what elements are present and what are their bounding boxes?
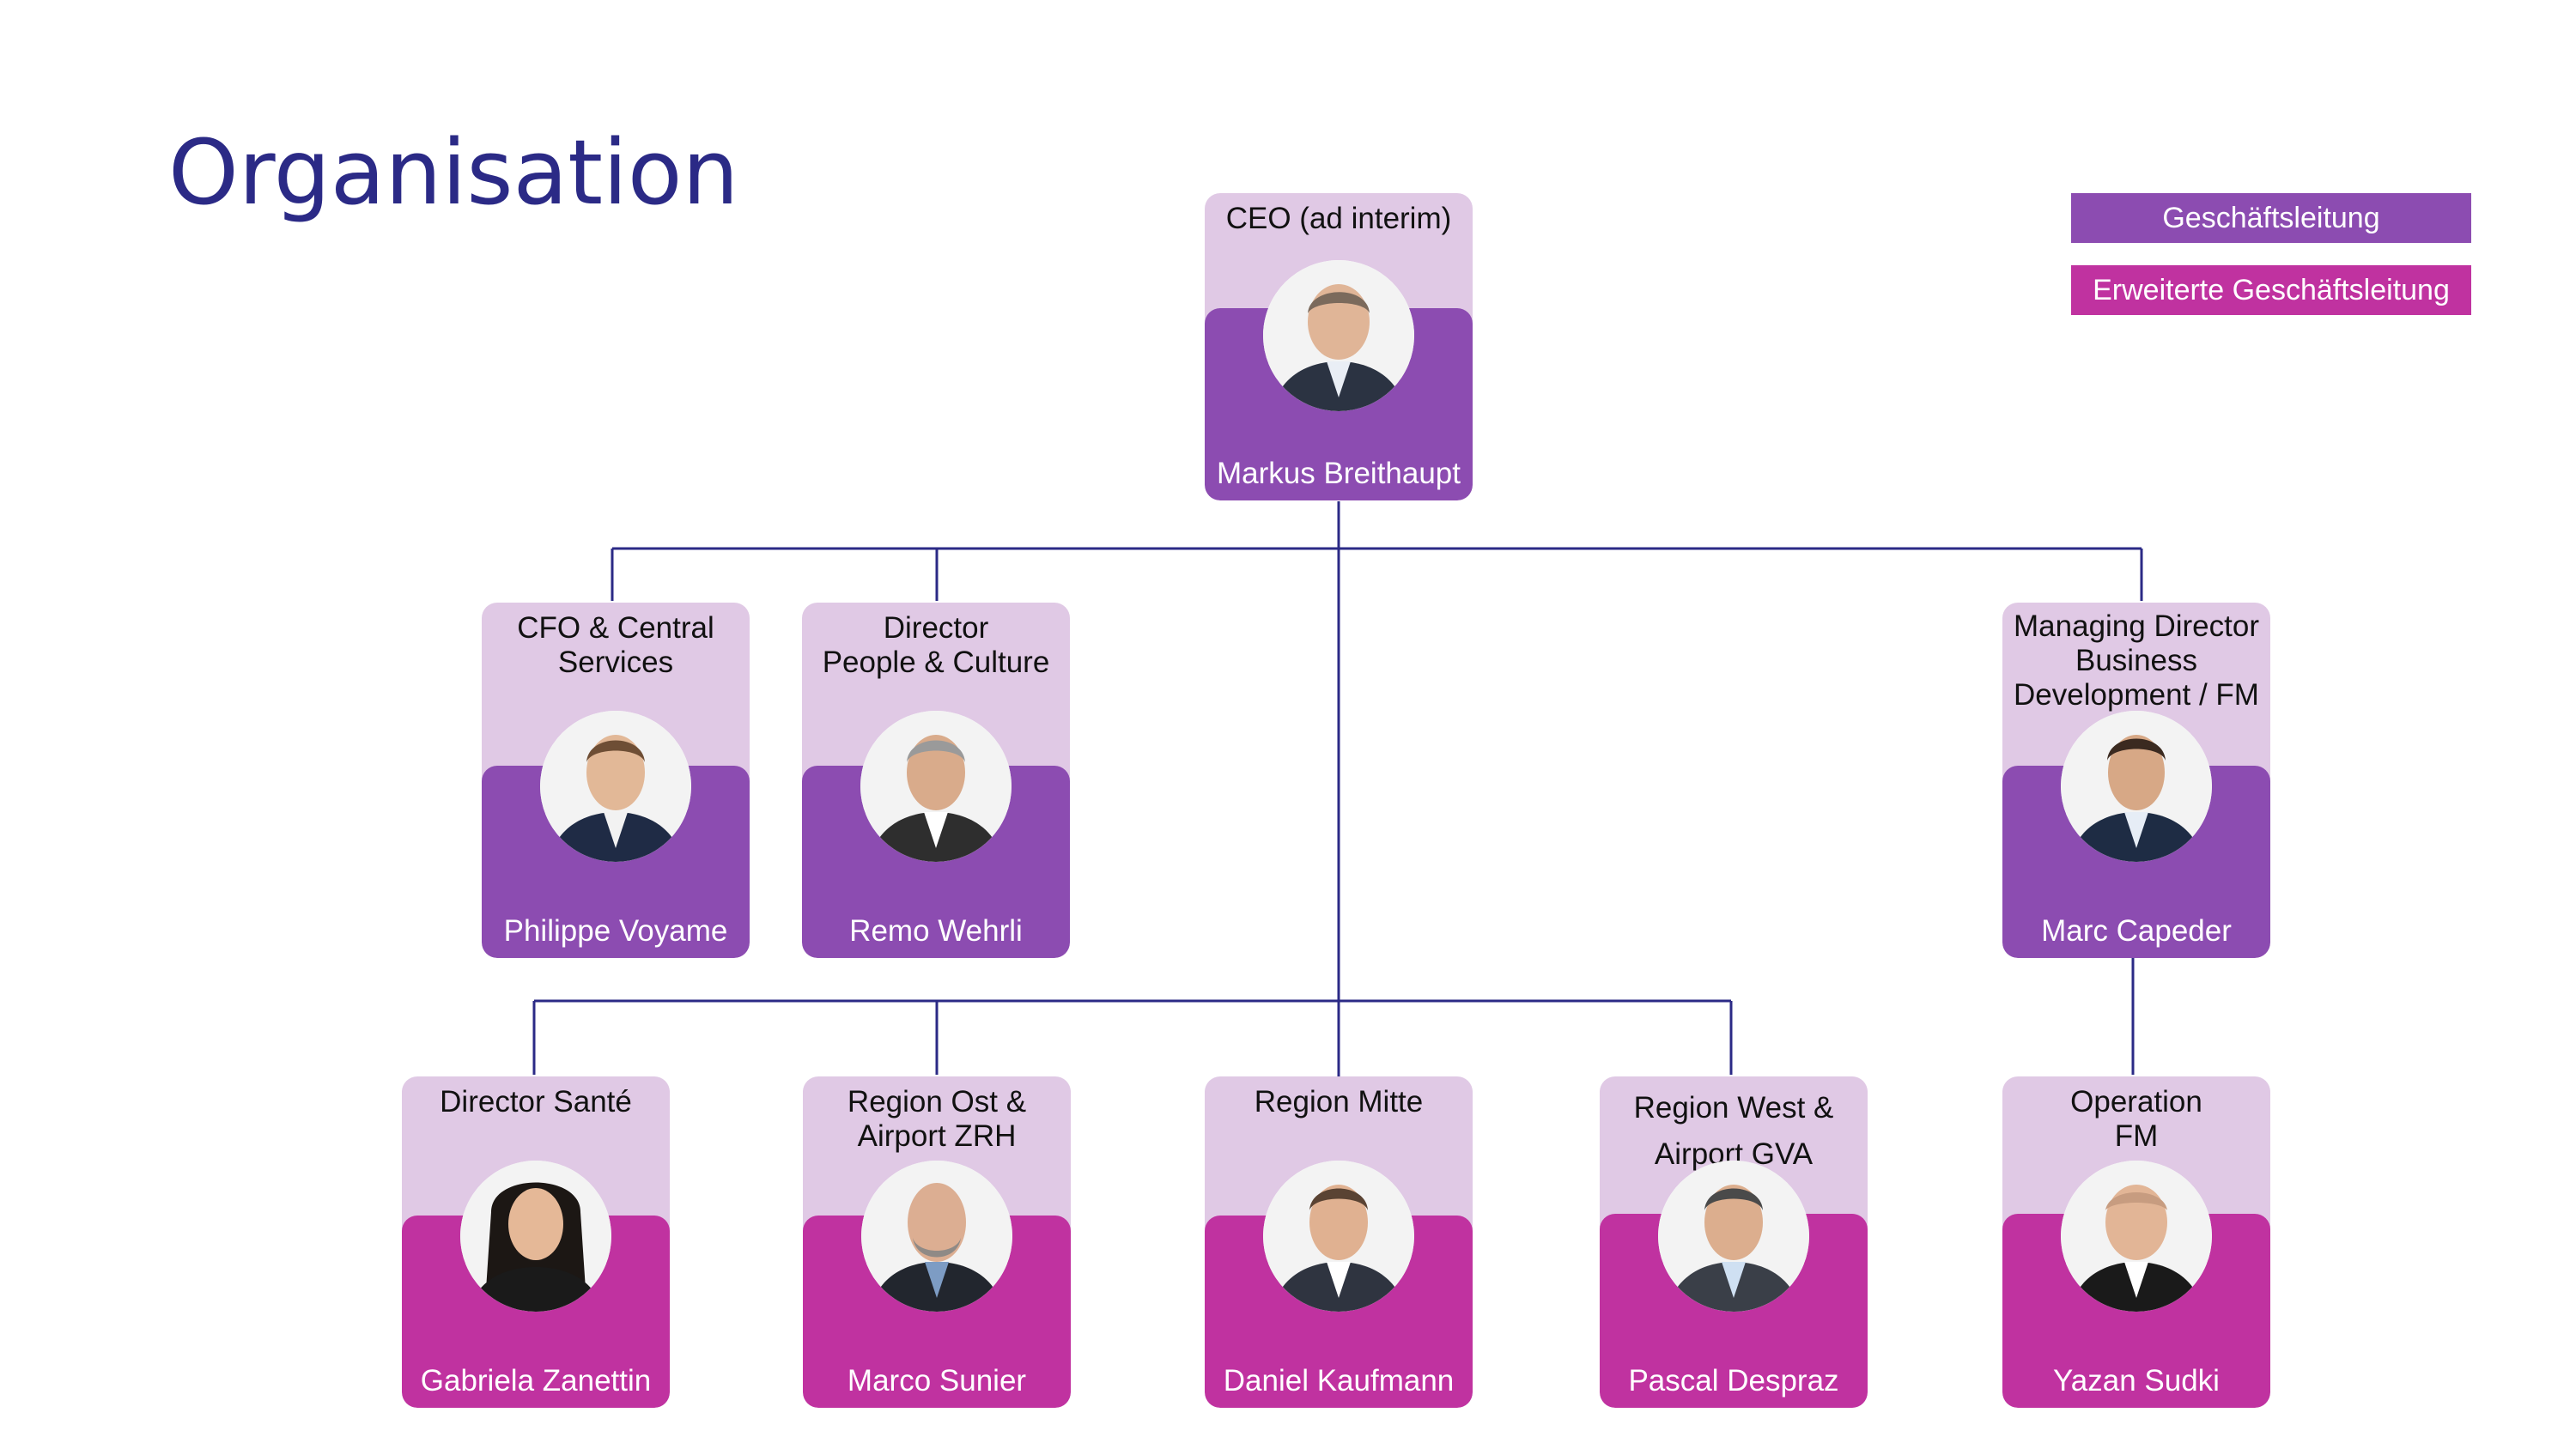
card-role: Director Santé xyxy=(440,1085,632,1119)
card-people-culture[interactable]: Director People & Culture Remo Wehrli xyxy=(802,603,1070,958)
role-line: Region West & xyxy=(1633,1091,1834,1125)
legend-erweiterte-geschaeftsleitung: Erweiterte Geschäftsleitung xyxy=(2071,265,2471,315)
card-role: Region Mitte xyxy=(1254,1085,1424,1119)
role-line: Director xyxy=(883,611,989,645)
card-name: Philippe Voyame xyxy=(503,914,728,948)
card-name: Marco Sunier xyxy=(847,1364,1027,1397)
card-name: Yazan Sudki xyxy=(2053,1364,2220,1397)
card-role: Managing Director Business Development /… xyxy=(2002,609,2270,712)
avatar xyxy=(860,711,1012,862)
role-line: Region Ost & xyxy=(847,1085,1027,1119)
role-line: Services xyxy=(557,646,674,679)
avatar xyxy=(2061,1161,2212,1312)
avatar xyxy=(1263,260,1414,411)
card-role: Operation FM xyxy=(2002,1085,2270,1154)
role-line: Development / FM xyxy=(2014,678,2259,712)
avatar xyxy=(861,1161,1012,1312)
card-ceo[interactable]: CEO (ad interim) Markus Breithaupt xyxy=(1205,193,1473,500)
card-role: CFO & Central Services xyxy=(482,611,750,680)
card-name: Gabriela Zanettin xyxy=(420,1364,652,1397)
card-role: CEO (ad interim) xyxy=(1225,202,1452,235)
role-line: People & Culture xyxy=(822,646,1050,679)
role-line: Managing Director xyxy=(2014,609,2259,643)
role-line: Airport ZRH xyxy=(857,1119,1017,1153)
role-line: Operation xyxy=(2070,1085,2202,1119)
role-line: Business xyxy=(2075,644,2198,677)
card-name: Remo Wehrli xyxy=(849,914,1023,948)
card-region-mitte[interactable]: Region Mitte Daniel Kaufmann xyxy=(1205,1076,1473,1408)
card-region-west[interactable]: Region West & Airport GVA Pascal Despraz xyxy=(1600,1076,1868,1408)
card-sante[interactable]: Director Santé Gabriela Zanettin xyxy=(402,1076,670,1408)
role-line: FM xyxy=(2114,1119,2159,1153)
card-operation-fm[interactable]: Operation FM Yazan Sudki xyxy=(2002,1076,2270,1408)
card-name: Markus Breithaupt xyxy=(1216,457,1461,490)
legend-geschaeftsleitung: Geschäftsleitung xyxy=(2071,193,2471,243)
card-role: Region Ost & Airport ZRH xyxy=(803,1085,1071,1154)
avatar xyxy=(540,711,691,862)
card-role: Region West & Airport GVA xyxy=(1600,1085,1868,1178)
card-business-development[interactable]: Managing Director Business Development /… xyxy=(2002,603,2270,958)
avatar xyxy=(1263,1161,1414,1312)
card-name: Marc Capeder xyxy=(2041,914,2232,948)
card-cfo[interactable]: CFO & Central Services Philippe Voyame xyxy=(482,603,750,958)
avatar xyxy=(2061,711,2212,862)
avatar xyxy=(460,1161,611,1312)
card-role: Director People & Culture xyxy=(802,611,1070,680)
card-name: Pascal Despraz xyxy=(1628,1364,1839,1397)
card-region-ost[interactable]: Region Ost & Airport ZRH Marco Sunier xyxy=(803,1076,1071,1408)
card-name: Daniel Kaufmann xyxy=(1223,1364,1455,1397)
page-title: Organisation xyxy=(168,120,739,225)
avatar xyxy=(1658,1161,1809,1312)
role-line: CFO & Central xyxy=(517,611,714,645)
